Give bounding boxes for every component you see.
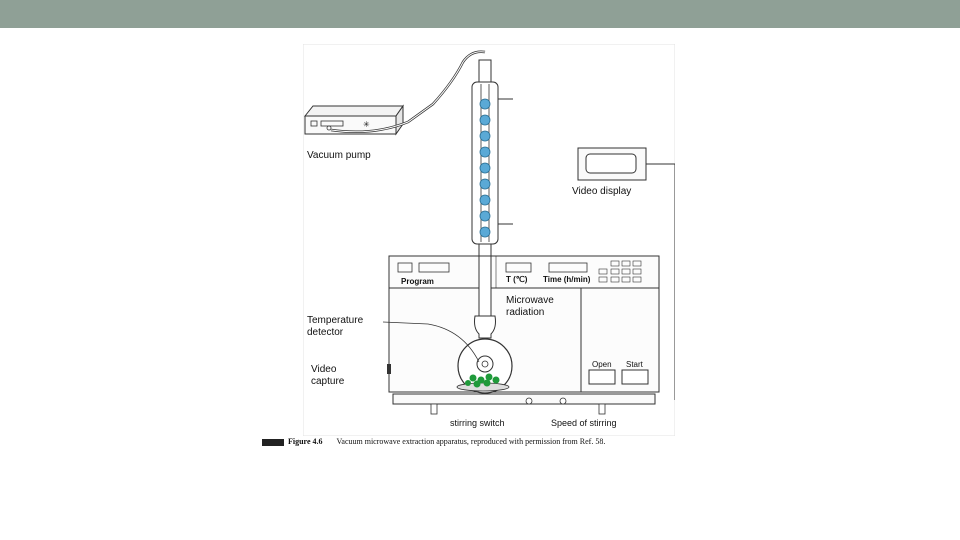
extraction-flask xyxy=(456,255,513,394)
condenser-bulb xyxy=(479,130,491,142)
caption-text: Vacuum microwave extraction apparatus, r… xyxy=(336,437,606,446)
condenser-bulb xyxy=(479,146,491,158)
condenser-bulb xyxy=(479,162,491,174)
condenser-bulb xyxy=(479,210,491,222)
start-label: Start xyxy=(626,360,644,369)
open-label: Open xyxy=(592,360,612,369)
temperature-detector-label-2: detector xyxy=(307,327,344,338)
video-display-label: Video display xyxy=(572,186,631,197)
condenser-bulb xyxy=(479,194,491,206)
stirring-switch-label: stirring switch xyxy=(450,418,505,428)
condenser-bulb xyxy=(479,226,491,238)
speed-of-stirring-label: Speed of stirring xyxy=(551,418,617,428)
sample-bead xyxy=(473,380,481,388)
temperature-detector-label-1: Temperature xyxy=(307,315,364,326)
microwave-label-1: Microwave xyxy=(506,295,554,306)
vacuum-pump: ✳ xyxy=(303,104,404,136)
temperature-pointer xyxy=(382,321,480,363)
program-label: Program xyxy=(401,277,434,286)
microwave-oven xyxy=(387,255,660,415)
video-capture-label-2: capture xyxy=(311,376,345,387)
caption-mark xyxy=(262,438,284,446)
time-label: Time (h/min) xyxy=(543,275,591,284)
sample-bead xyxy=(483,379,491,387)
video-display xyxy=(577,147,647,181)
video-capture-label-1: Video xyxy=(311,364,337,375)
caption-label: Figure 4.6 xyxy=(288,437,323,446)
sample-bead xyxy=(469,374,477,382)
condenser-bulb xyxy=(479,114,491,126)
sample-bead xyxy=(465,380,471,386)
temp-label: T (℃) xyxy=(506,275,528,284)
sample-bead xyxy=(492,376,500,384)
sample-bead xyxy=(485,373,493,381)
condenser-bulb xyxy=(479,98,491,110)
vacuum-pump-label: Vacuum pump xyxy=(307,150,371,161)
apparatus-diagram: ✳ Vacuum pump Video display xyxy=(302,43,676,437)
condenser-bulb xyxy=(479,178,491,190)
vacuum-tube-inner xyxy=(330,51,486,133)
microwave-label-2: radiation xyxy=(506,307,544,318)
apparatus-svg: ✳ Vacuum pump Video display xyxy=(302,43,676,437)
top-banner xyxy=(0,0,960,28)
svg-text:✳: ✳ xyxy=(363,120,370,129)
figure-caption: Figure 4.6 Vacuum microwave extraction ap… xyxy=(262,437,692,447)
condenser-column xyxy=(471,59,513,257)
